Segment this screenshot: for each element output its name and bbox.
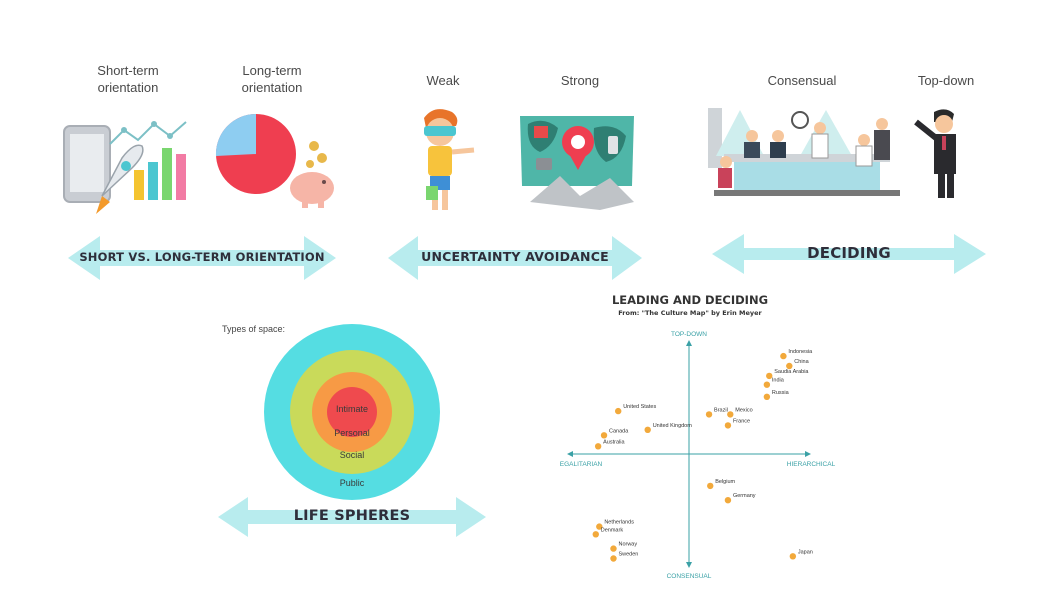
chart-title: LEADING AND DECIDING: [611, 293, 769, 307]
point-russia: [763, 393, 771, 400]
axis-label-top: TOP-DOWN: [671, 331, 707, 338]
chart-subtitle: From: "The Culture Map" by Erin Meyer: [618, 309, 762, 317]
rocket-growth-illustration: [63, 121, 187, 214]
point-label-russia: Russia: [772, 390, 790, 396]
point-canada: [600, 432, 608, 439]
y-axis-bottom-arrowhead: [686, 562, 692, 568]
point-label-norway: Norway: [618, 542, 637, 548]
point-germany: [724, 497, 732, 504]
point-label-united-kingdom: United Kingdom: [653, 423, 693, 429]
point-saudia-arabia: [766, 372, 773, 380]
point-label-canada: Canada: [609, 428, 629, 434]
strong-label: Strong: [560, 73, 600, 88]
y-axis-top-arrowhead: [686, 340, 692, 346]
point-label-india: India: [772, 378, 785, 384]
point-label-denmark: Denmark: [601, 527, 624, 533]
boy-illustration: [424, 109, 475, 210]
point-australia: [594, 443, 602, 450]
point-label-netherlands: Netherlands: [604, 520, 634, 526]
short-term-orientation-label: Short-term orientation: [97, 63, 159, 95]
travel-map-illustration: [520, 116, 634, 210]
deciding-arrow-label: DECIDING: [807, 244, 891, 262]
life-spheres-diagram: Intimate Personal Social Public: [264, 324, 440, 500]
point-united-states: [615, 407, 622, 415]
point-india: [763, 381, 771, 388]
point-norway: [610, 545, 617, 552]
point-china: [786, 362, 793, 370]
types-of-space-caption: Types of space:: [222, 324, 286, 334]
pie-piggy-bank-illustration: [215, 113, 334, 208]
top-down-label: Top-down: [917, 73, 975, 88]
point-indonesia: [780, 352, 787, 360]
point-mexico: [727, 411, 734, 418]
intimate-label: Intimate: [336, 404, 368, 414]
point-label-belgium: Belgium: [715, 479, 735, 485]
meeting-illustration: [708, 108, 900, 196]
point-sweden: [610, 555, 617, 562]
x-axis-left-arrowhead: [567, 451, 573, 457]
point-label-mexico: Mexico: [735, 407, 752, 413]
public-label: Public: [340, 478, 365, 488]
point-label-united-states: United States: [623, 404, 656, 410]
x-axis-right-arrowhead: [805, 451, 811, 457]
point-label-brazil: Brazil: [714, 407, 728, 413]
point-label-indonesia: Indonesia: [788, 349, 813, 355]
point-label-sweden: Sweden: [618, 552, 638, 558]
weak-label: Weak: [426, 73, 460, 88]
consensual-label: Consensual: [767, 73, 837, 88]
point-label-germany: Germany: [733, 493, 756, 499]
life-spheres-arrow-label: LIFE SPHERES: [293, 508, 411, 524]
point-label-china: China: [794, 359, 809, 365]
point-label-france: France: [733, 418, 750, 424]
point-label-japan: Japan: [798, 549, 813, 555]
axis-label-left: EGALITARIAN: [560, 461, 603, 468]
boss-pointing-illustration: [914, 109, 956, 198]
long-term-orientation-label: Long-term orientation: [241, 63, 303, 95]
point-netherlands: [596, 523, 603, 530]
axis-label-right: HIERARCHICAL: [787, 461, 836, 468]
intimate-ring: [327, 387, 377, 437]
axis-label-bottom: CONSENSUAL: [667, 573, 712, 580]
orientation-arrow-label: SHORT VS. LONG-TERM ORIENTATION: [79, 250, 325, 264]
point-japan: [789, 553, 797, 560]
point-united-kingdom: [644, 426, 651, 433]
social-label: Social: [340, 450, 365, 460]
uncertainty-arrow-label: UNCERTAINTY AVOIDANCE: [421, 249, 609, 264]
point-france: [724, 422, 732, 429]
point-denmark: [592, 531, 599, 538]
point-label-saudia-arabia: Saudia Arabia: [774, 369, 809, 375]
personal-label: Personal: [334, 428, 370, 438]
chart-axes: [567, 340, 811, 568]
point-brazil: [705, 411, 713, 418]
point-belgium: [707, 482, 714, 490]
point-label-australia: Australia: [603, 439, 625, 445]
